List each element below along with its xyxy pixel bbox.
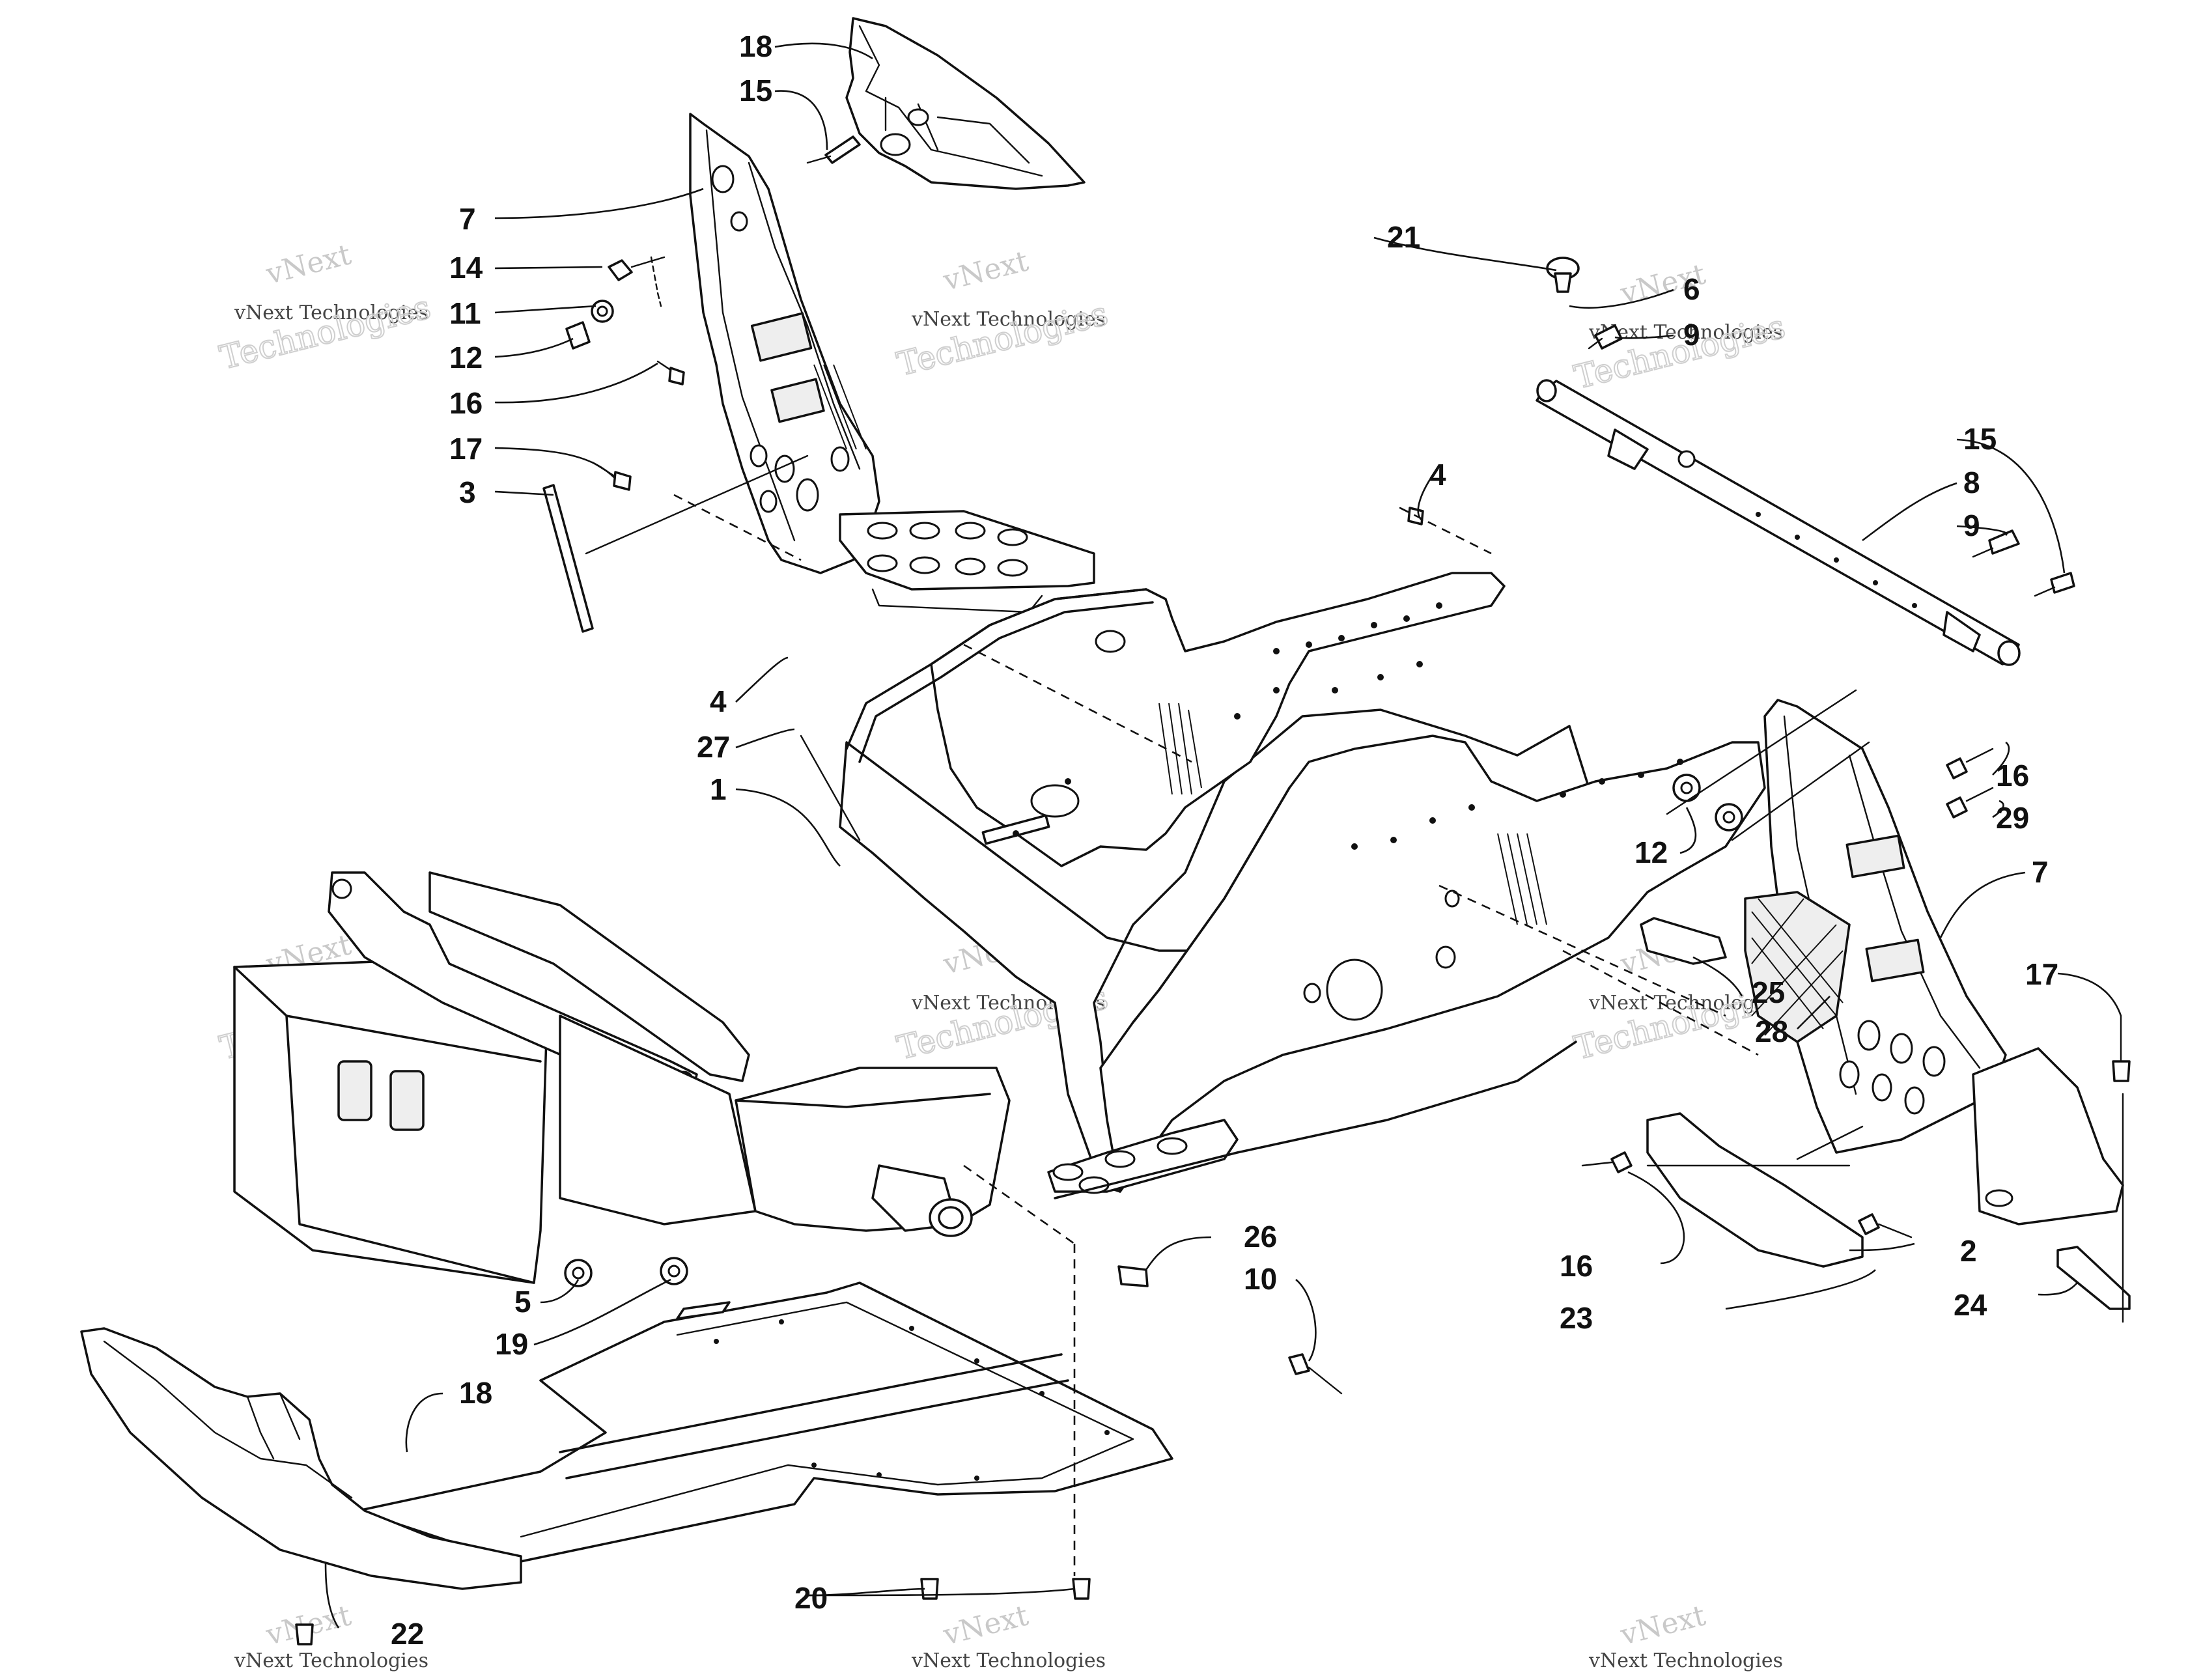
watermark-text: vNext Technologies: [1588, 992, 1783, 1015]
label-18: 18: [459, 1376, 492, 1410]
label-26: 26: [1244, 1220, 1277, 1253]
watermark-text: vNext: [262, 238, 355, 291]
watermark-text: vNext Technologies: [234, 1649, 428, 1672]
label-17: 17: [449, 432, 483, 466]
label-1: 1: [710, 772, 727, 806]
label-17: 17: [2025, 957, 2058, 991]
label-16: 16: [1996, 759, 2029, 792]
label-6: 6: [1683, 272, 1700, 306]
watermark-text: vNext Technologies: [911, 308, 1106, 331]
front-bumper-skid: [80, 1327, 522, 1590]
label-9: 9: [1963, 509, 1980, 542]
steering-support-plate-left: [689, 113, 1095, 613]
label-5: 5: [514, 1285, 531, 1319]
watermark-text: vNext: [1617, 1599, 1709, 1652]
label-16: 16: [1560, 1249, 1593, 1283]
watermark-text: vNext Technologies: [234, 301, 428, 324]
label-12: 12: [1634, 835, 1668, 869]
label-29: 29: [1996, 801, 2029, 835]
watermark-text: vNext Technologies: [911, 1649, 1106, 1672]
label-7: 7: [459, 202, 476, 236]
label-7: 7: [2032, 855, 2049, 889]
label-2: 2: [1960, 1234, 1977, 1268]
label-14: 14: [449, 251, 483, 285]
label-11: 11: [449, 296, 481, 330]
label-12: 12: [449, 341, 483, 374]
main-chassis-frame: [233, 572, 1766, 1284]
label-20: 20: [794, 1581, 828, 1615]
watermark-text: vNext Technologies: [1588, 1649, 1783, 1672]
part-labels: 18 15 7 14 11 12 16 17 3 21 6 9 4 15 8 9…: [391, 29, 2058, 1651]
watermark-text: vNext: [940, 1599, 1032, 1652]
label-22: 22: [391, 1617, 424, 1651]
label-21: 21: [1387, 220, 1420, 254]
label-23: 23: [1560, 1301, 1593, 1335]
label-4: 4: [710, 684, 727, 718]
label-3: 3: [459, 475, 476, 509]
floor-belly-pan: [357, 1281, 1173, 1564]
label-15: 15: [739, 74, 772, 107]
fasteners-upper-left: [565, 135, 861, 491]
label-16: 16: [449, 386, 483, 420]
label-28: 28: [1755, 1015, 1788, 1048]
label-13: 18: [739, 29, 772, 63]
front-crossbar-tube: [1536, 379, 2021, 666]
upper-cover-part: [845, 17, 1086, 190]
label-24: 24: [1954, 1288, 1987, 1322]
label-27: 27: [697, 730, 730, 764]
leader-lines: [324, 42, 2122, 1629]
label-4: 4: [1429, 458, 1446, 492]
support-rod: [542, 484, 594, 633]
label-15: 15: [1963, 422, 1997, 456]
fasteners-upper-right: [1399, 257, 2075, 832]
label-10: 10: [1244, 1262, 1277, 1296]
watermark-text: vNext: [940, 244, 1032, 298]
label-8: 8: [1963, 466, 1980, 499]
fasteners-lower: [295, 1257, 1343, 1645]
label-25: 25: [1752, 975, 1785, 1009]
label-19: 19: [495, 1327, 528, 1361]
label-9: 9: [1683, 318, 1700, 352]
